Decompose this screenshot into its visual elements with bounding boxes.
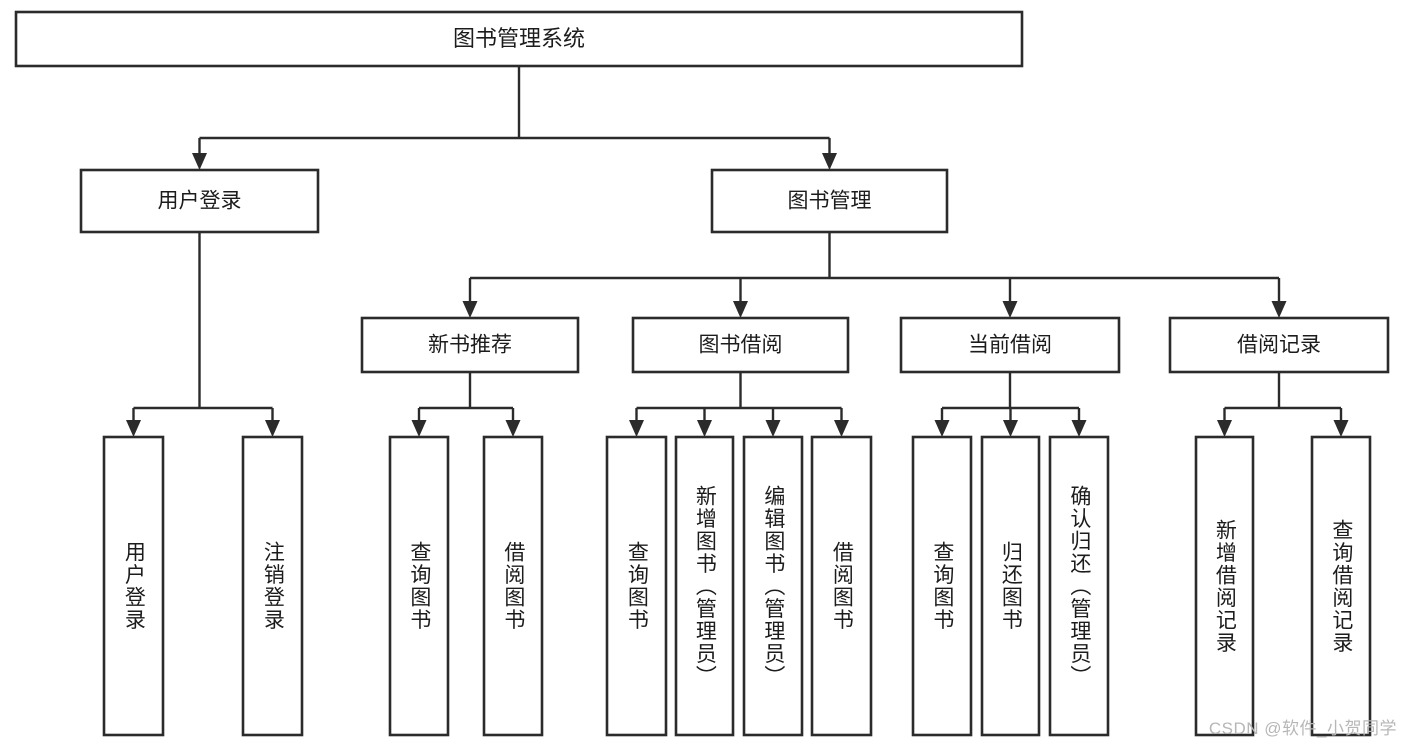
node-leaf-borrow-book-2-rect[interactable] <box>810 435 873 737</box>
node-leaf-borrow-book-1-rect[interactable] <box>482 435 544 737</box>
arrow-head-icon-user-login <box>192 153 207 170</box>
node-leaf-borrow-book-1[interactable] <box>482 435 544 737</box>
node-leaf-edit-book[interactable] <box>742 435 804 737</box>
node-book-manage[interactable]: 图书管理 <box>710 168 949 234</box>
node-user-login-rect[interactable] <box>79 168 320 234</box>
node-current-borrow-label: 当前借阅 <box>968 334 1052 357</box>
arrow-head-icon-leaf-query-book-2 <box>629 420 644 437</box>
arrow-head-icon-leaf-user-login <box>126 420 141 437</box>
node-borrow-record[interactable]: 借阅记录 <box>1168 316 1390 374</box>
arrow-head-icon-leaf-borrow-book-2 <box>834 420 849 437</box>
node-leaf-query-book-2-rect[interactable] <box>605 435 668 737</box>
arrow-head-icon-leaf-edit-book <box>765 420 781 437</box>
node-current-borrow-rect[interactable] <box>899 316 1121 374</box>
watermark-text: CSDN @软件_小贺同学 <box>1208 719 1397 738</box>
arrow-head-icon-book-borrow <box>733 301 748 318</box>
node-leaf-add-book[interactable] <box>674 435 735 737</box>
node-leaf-borrow-book-2[interactable] <box>810 435 873 737</box>
node-leaf-query-book-1[interactable] <box>388 435 450 737</box>
arrow-head-icon-new-book-recommend <box>462 301 478 318</box>
node-leaf-return-book[interactable] <box>980 435 1041 737</box>
node-leaf-query-record-rect[interactable] <box>1310 435 1372 737</box>
node-leaf-add-record[interactable] <box>1194 435 1255 737</box>
arrow-head-icon-leaf-borrow-book-1 <box>505 420 521 437</box>
node-book-borrow-rect[interactable] <box>631 316 850 374</box>
arrow-head-icon-leaf-add-book <box>697 420 712 437</box>
node-leaf-return-book-rect[interactable] <box>980 435 1041 737</box>
arrow-head-icon-borrow-record <box>1271 301 1287 318</box>
node-leaf-user-login-rect[interactable] <box>102 435 165 737</box>
node-leaf-logout-login[interactable] <box>241 435 304 737</box>
node-root-system-rect[interactable] <box>14 10 1024 68</box>
node-leaf-query-record[interactable] <box>1310 435 1372 737</box>
node-new-book-recommend-label: 新书推荐 <box>428 334 512 357</box>
node-user-login[interactable]: 用户登录 <box>79 168 320 234</box>
arrow-head-icon-leaf-return-book <box>1003 420 1018 437</box>
arrow-head-icon-leaf-add-record <box>1217 420 1232 437</box>
node-leaf-edit-book-rect[interactable] <box>742 435 804 737</box>
node-root-system-label: 图书管理系统 <box>453 26 585 51</box>
node-book-borrow[interactable]: 图书借阅 <box>631 316 850 374</box>
arrow-head-icon-book-manage <box>822 153 837 170</box>
arrow-head-icon-leaf-query-record <box>1333 420 1349 437</box>
node-book-manage-rect[interactable] <box>710 168 949 234</box>
node-borrow-record-label: 借阅记录 <box>1237 334 1321 357</box>
node-new-book-recommend[interactable]: 新书推荐 <box>360 316 580 374</box>
node-leaf-add-book-rect[interactable] <box>674 435 735 737</box>
node-borrow-record-rect[interactable] <box>1168 316 1390 374</box>
node-leaf-query-book-2[interactable] <box>605 435 668 737</box>
node-leaf-query-book-3[interactable] <box>911 435 973 737</box>
node-leaf-query-book-3-rect[interactable] <box>911 435 973 737</box>
node-leaf-logout-login-rect[interactable] <box>241 435 304 737</box>
node-new-book-recommend-rect[interactable] <box>360 316 580 374</box>
node-user-login-label: 用户登录 <box>158 190 242 213</box>
node-leaf-add-record-rect[interactable] <box>1194 435 1255 737</box>
node-current-borrow[interactable]: 当前借阅 <box>899 316 1121 374</box>
arrow-head-icon-leaf-query-book-3 <box>934 420 950 437</box>
node-leaf-user-login[interactable] <box>102 435 165 737</box>
node-leaf-confirm-return-rect[interactable] <box>1048 435 1110 737</box>
arrow-head-icon-leaf-confirm-return <box>1071 420 1087 437</box>
node-book-manage-label: 图书管理 <box>788 190 872 213</box>
node-leaf-query-book-1-rect[interactable] <box>388 435 450 737</box>
connectors-layer <box>126 66 1349 437</box>
arrow-head-icon-leaf-logout-login <box>265 420 280 437</box>
node-book-borrow-label: 图书借阅 <box>699 334 783 357</box>
node-leaf-confirm-return[interactable] <box>1048 435 1110 737</box>
node-root-system[interactable]: 图书管理系统 <box>14 10 1024 68</box>
arrow-head-icon-current-borrow <box>1002 301 1018 318</box>
arrow-head-icon-leaf-query-book-1 <box>411 420 427 437</box>
